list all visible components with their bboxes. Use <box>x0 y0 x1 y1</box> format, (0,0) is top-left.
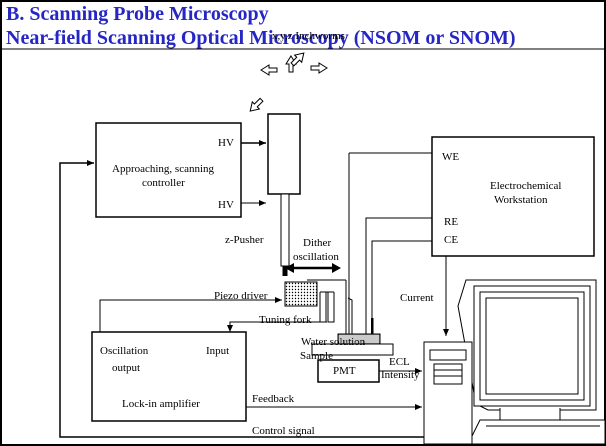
probe-tip <box>282 266 288 276</box>
workstation-label-line2: Workstation <box>494 194 548 206</box>
lockin-box <box>91 331 247 422</box>
inchworm-stage <box>267 113 301 195</box>
computer-icon <box>423 279 606 445</box>
intensity-label: Intensity <box>381 369 420 381</box>
ecl-label: ECL <box>389 356 410 368</box>
oscillation-output-line2: output <box>112 362 141 374</box>
workstation-label-line1: Electrochemical <box>490 180 562 192</box>
slide-title-line-1: B. Scanning Probe Microscopy <box>6 3 269 25</box>
oscillation-label: oscillation <box>293 251 339 263</box>
controller-label-line1: Approaching, scanning <box>112 163 215 175</box>
current-label: Current <box>400 292 434 304</box>
control-signal-label: Control signal <box>252 425 315 437</box>
input-label: Input <box>206 345 230 357</box>
piezo-driver-label: Piezo driver <box>214 290 268 302</box>
feedback-label: Feedback <box>252 393 295 405</box>
sample-label: Sample <box>300 350 333 362</box>
controller-label-line2: controller <box>142 177 185 189</box>
water-solution-label: Water solution <box>301 336 366 348</box>
piezo-block <box>284 281 318 307</box>
ce-electrode <box>371 240 432 318</box>
workstation-box <box>431 136 595 257</box>
pmt-label: PMT <box>333 365 356 377</box>
re-label: RE <box>444 216 459 228</box>
tuning-fork-label: Tuning fork <box>259 314 312 326</box>
re-electrode <box>365 217 432 338</box>
tuning-fork-icon <box>319 291 335 323</box>
controller-box <box>95 122 242 218</box>
tuning-fork-signal <box>227 321 327 332</box>
piezo-driver-line <box>99 297 282 332</box>
dither-label: Dither <box>303 237 332 249</box>
ce-label: CE <box>444 234 459 246</box>
z-pusher-label: z-Pusher <box>225 234 264 246</box>
z-pusher-shaft <box>280 193 290 267</box>
lockin-title: Lock-in amplifier <box>122 398 200 410</box>
we-label: WE <box>442 151 460 163</box>
hv-top-label: HV <box>218 137 234 149</box>
inchworms-label: x,y,z Inchworms <box>272 30 345 42</box>
control-signal-line <box>59 160 428 438</box>
hv-bottom-label: HV <box>218 199 234 211</box>
sample-stage <box>311 343 394 356</box>
slide-title-line-2: Near-field Scanning Optical Microscopy (… <box>6 27 516 49</box>
title-frame <box>0 0 606 50</box>
oscillation-output-line1: Oscillation <box>100 345 149 357</box>
